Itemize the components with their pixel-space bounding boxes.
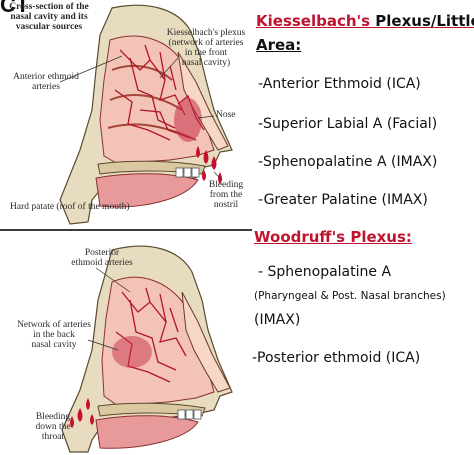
corner-text: CT (0, 0, 30, 17)
top-title-label: Cross-section of the nasal cavity and it… (9, 2, 89, 32)
posterior-ethmoid-label: Posterior ethmoid arteries (71, 248, 133, 268)
woodruff-heading: Woodruff's Plexus: (254, 228, 412, 246)
kiesselbach-item-4: -Greater Palatine (IMAX) (258, 192, 428, 208)
kiesselbach-item-1: -Anterior Ethmoid (ICA) (258, 76, 421, 92)
hard-palate-label: Hard patate (roof of the mouth) (10, 202, 130, 212)
kiesselbach-area (174, 98, 202, 142)
blood-drops (196, 146, 222, 184)
turbinate-2 (109, 94, 183, 111)
bleeding-throat-label: Bleeding down the throat (35, 412, 71, 442)
blood-drops-bottom (70, 398, 94, 428)
kiesselbach-item-2: -Superior Labial A (Facial) (258, 116, 438, 132)
top-nasal-illustration (59, 4, 233, 225)
tongue-bottom (95, 415, 199, 449)
kiesselbach-label: Kiesselbach's plexus (network of arterie… (166, 28, 246, 68)
vessel-network (114, 44, 205, 141)
figure-divider (0, 229, 252, 231)
kiesselbach-item-3: -Sphenopalatine A (IMAX) (258, 154, 438, 170)
teeth (175, 167, 200, 178)
kiesselbach-heading-line2: Area: (256, 36, 302, 54)
bleeding-nostril-label: Bleeding from the nostril (208, 180, 244, 210)
kiesselbach-heading-part1: Kiesselbach's (256, 12, 371, 30)
woodruff-area (112, 336, 152, 368)
bottom-nasal-illustration (61, 245, 233, 453)
kiesselbach-heading-part2: Plexus/Little's (375, 12, 474, 30)
kiesselbach-heading: Kiesselbach's Plexus/Little's (256, 12, 474, 30)
teeth-bottom (177, 409, 202, 420)
nose-label: Nose (216, 110, 236, 120)
woodruff-imax: (IMAX) (254, 312, 301, 328)
nose-shape-bottom (181, 291, 231, 393)
woodruff-branches: (Pharyngeal & Post. Nasal branches) (254, 290, 446, 302)
network-back-label: Network of arteries in the back nasal ca… (17, 320, 91, 350)
anterior-ethmoid-label: Anterior ethmoid arteries (13, 72, 79, 92)
woodruff-posterior-ethmoid: -Posterior ethmoid (ICA) (252, 350, 421, 366)
tongue (95, 173, 199, 208)
woodruff-sphenopalatine: - Sphenopalatine A (258, 264, 392, 280)
